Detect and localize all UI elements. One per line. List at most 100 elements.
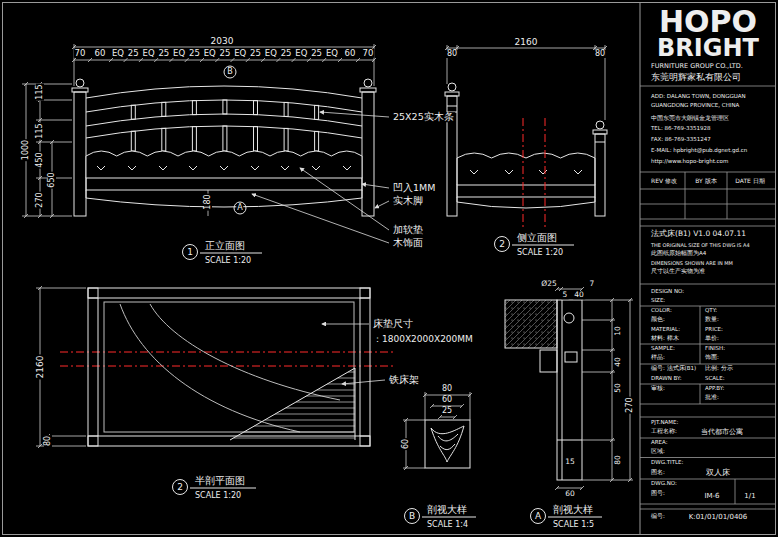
dimension-text: 2160 — [36, 355, 45, 380]
marker-number: B — [409, 512, 415, 521]
front-dimensions — [22, 216, 72, 217]
side-elevation — [457, 153, 595, 185]
front-elevation — [192, 101, 196, 115]
front-elevation — [131, 105, 135, 119]
title-block-grid — [700, 306, 701, 364]
detail-a-section — [557, 440, 582, 441]
detail-a-dimensions — [582, 320, 615, 321]
detail-a-dimensions — [582, 300, 633, 301]
front-elevation — [223, 126, 227, 151]
front-elevation — [86, 190, 362, 207]
detail-a-dimensions — [555, 287, 633, 490]
dimension-text: EQ — [264, 49, 278, 58]
callout-text: 25X25实木条 — [392, 112, 455, 122]
dimension-text: EQ — [294, 49, 308, 58]
front-elevation — [86, 114, 362, 126]
view-title: 剖视大样 — [426, 504, 468, 515]
dimension-text: 15 — [564, 458, 576, 466]
front-dimensions — [72, 45, 376, 62]
company-info: ADD: DALANG TOWN, DONGGUAN — [650, 94, 747, 100]
front-elevation — [223, 100, 227, 114]
side-elevation — [595, 142, 605, 143]
detail-b-dimensions — [425, 392, 426, 420]
front-elevation — [254, 127, 258, 151]
title-block-cell: K:01/01/01/0406 — [688, 514, 749, 521]
title-block-cell: 批准: — [704, 395, 720, 401]
view-title: 侧立面图 — [516, 232, 558, 243]
scale-text: SCALE 1:5 — [552, 521, 595, 530]
half-section-plan — [88, 288, 370, 446]
leader-line — [375, 201, 389, 208]
view-marker: 1正立面图SCALE 1:20 — [182, 244, 198, 260]
front-dimensions — [74, 60, 374, 61]
dimension-text: 60 — [441, 396, 453, 404]
title-block-cell: 材料: 榉木 — [650, 336, 680, 342]
front-elevation — [234, 202, 246, 214]
dimension-text: 450 — [36, 151, 44, 168]
side-elevation — [595, 134, 605, 216]
title-block-cell: COLOR: — [650, 308, 673, 314]
dimension-text: 70 — [74, 49, 87, 58]
marker-number: 2 — [499, 240, 505, 249]
title-block-cell: REV 修改 — [650, 178, 678, 184]
section-line — [60, 118, 545, 366]
view-title-underline — [422, 517, 476, 518]
title-block-cell: DWG.TITLE: — [650, 460, 684, 466]
front-elevation — [76, 79, 84, 87]
company-logo: BRIGHT — [655, 36, 761, 60]
company-info: http://www.hopo-bright.com — [650, 159, 729, 165]
title-block-cell: MATERIAL: — [650, 327, 681, 333]
title-block-grid — [700, 384, 701, 404]
front-elevation — [72, 88, 88, 92]
side-elevation — [445, 83, 607, 216]
title-block-grid — [640, 344, 775, 345]
dimension-text: 50 — [614, 382, 622, 394]
callout-text: 铁床架 — [388, 375, 420, 385]
scale-text: SCALE 1:20 — [204, 257, 252, 266]
title-block-grid — [640, 364, 775, 365]
front-elevation — [192, 127, 196, 151]
front-dimensions — [22, 84, 72, 85]
front-elevation — [315, 105, 319, 119]
title-block-grid — [640, 438, 775, 439]
title-block-cell: DRAWN BY: — [650, 376, 683, 382]
title-block-cell: 图名: — [650, 470, 666, 476]
half-section-plan — [234, 372, 356, 438]
dimension-text: EQ — [142, 49, 156, 58]
title-block-grid — [640, 404, 775, 405]
title-block-grid — [640, 306, 775, 307]
front-elevation — [224, 66, 236, 78]
scale-text: SCALE 1:20 — [516, 249, 564, 258]
detail-a-section — [540, 350, 557, 372]
front-elevation — [86, 100, 362, 112]
front-elevation — [72, 66, 376, 216]
dimension-text: 70 — [362, 49, 375, 58]
plan-dimensions — [36, 288, 86, 289]
leader-line — [342, 380, 385, 384]
title-block-grid — [640, 172, 775, 173]
title-block-grid — [640, 86, 775, 87]
dimension-text: 25 — [188, 49, 201, 58]
title-block-cell: APP.BY: — [704, 386, 725, 392]
title-block-cell: 双人床 — [705, 469, 731, 477]
title-block-cell: 法式床(B1) V1.0 04.07.11 — [650, 230, 747, 238]
callout-text: 木饰面 — [392, 238, 424, 248]
dimension-text: 25 — [219, 49, 232, 58]
dimension-text: 40 — [573, 291, 585, 299]
title-block-cell: PRICE: — [704, 327, 724, 333]
dimension-text: 60 — [94, 49, 107, 58]
front-elevation — [86, 126, 362, 138]
detail-a-section — [564, 313, 574, 323]
dimension-text: 25 — [157, 49, 170, 58]
half-section-plan — [88, 288, 98, 298]
title-block-cell: 审核: — [650, 386, 666, 392]
front-elevation — [162, 102, 166, 116]
front-elevation — [86, 151, 362, 178]
title-block-grid — [640, 219, 775, 220]
half-section-plan — [120, 304, 300, 432]
detail-b-section — [425, 420, 470, 468]
dimension-text: 60 — [402, 438, 410, 450]
title-block-cell: SCALE: — [704, 376, 726, 382]
front-elevation — [86, 86, 362, 98]
dimension-text: 25 — [280, 49, 293, 58]
